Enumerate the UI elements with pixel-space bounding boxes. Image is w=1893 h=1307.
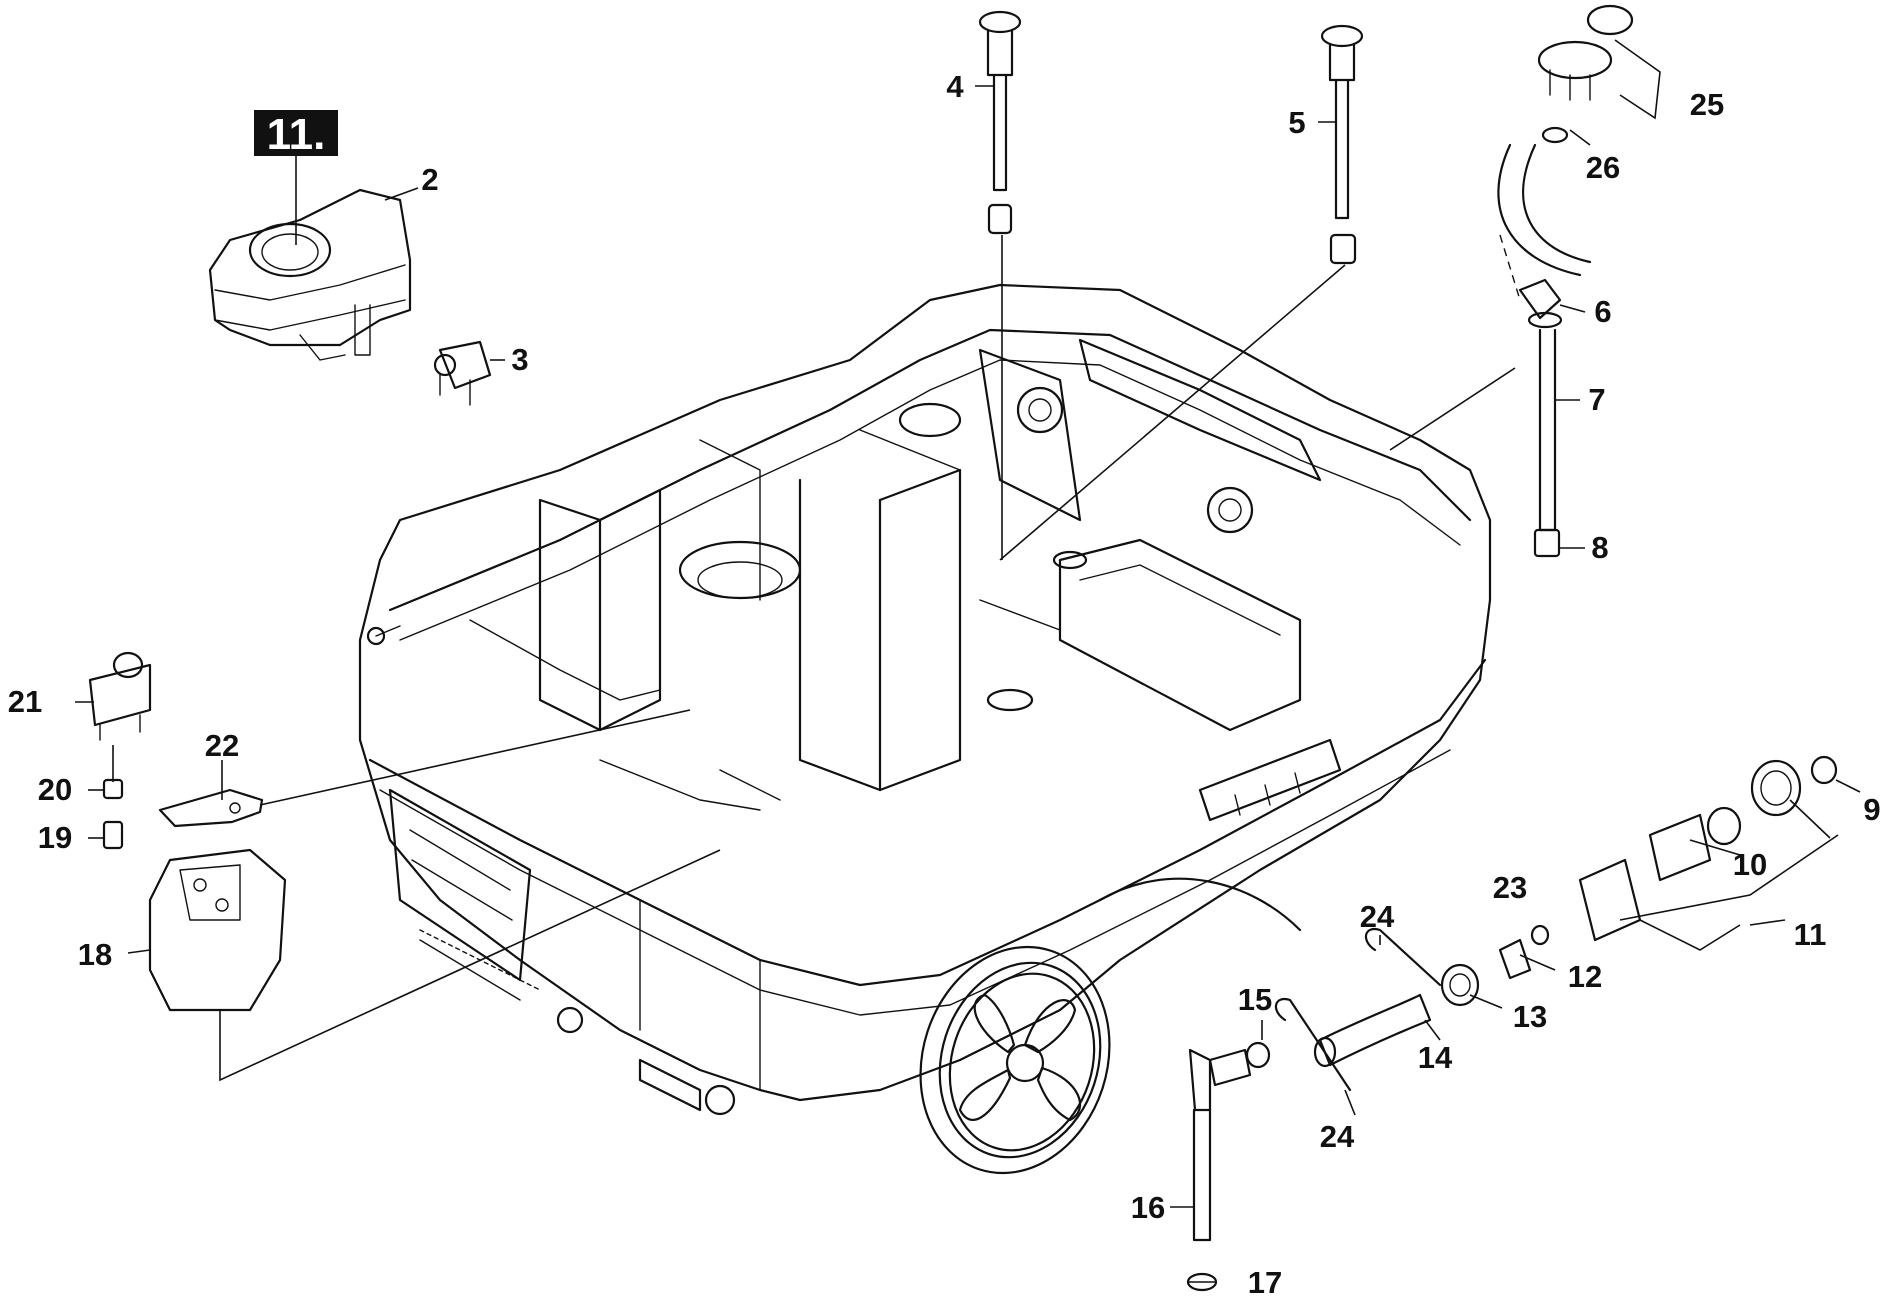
part-3-clamp — [433, 340, 492, 406]
callout-15: 15 — [1238, 982, 1272, 1017]
callout-22: 22 — [205, 728, 239, 763]
callout-3: 3 — [511, 342, 528, 377]
callout-2: 2 — [421, 162, 438, 197]
part-18-box — [148, 848, 287, 1012]
callout-6: 6 — [1594, 294, 1611, 329]
callout-13: 13 — [1513, 999, 1547, 1034]
callout-8: 8 — [1591, 530, 1608, 565]
callout-17: 17 — [1248, 1265, 1282, 1300]
section-label-badge: 11. — [254, 110, 338, 159]
callout-5: 5 — [1288, 105, 1305, 140]
callout-16: 16 — [1131, 1190, 1165, 1225]
main-housing — [358, 283, 1492, 1116]
part-2-tank — [208, 188, 412, 361]
callout-20: 20 — [38, 772, 72, 807]
callout-19: 19 — [38, 820, 72, 855]
callout-24-lower: 24 — [1320, 1119, 1355, 1154]
callout-9: 9 — [1863, 792, 1880, 827]
part-4-rod — [978, 10, 1022, 235]
part-25-fitting — [1537, 4, 1634, 101]
callout-4: 4 — [946, 69, 964, 104]
part-14-hose — [1313, 993, 1432, 1068]
part-22-bracket — [158, 788, 264, 828]
part-15-16-17-pipe — [1186, 1041, 1271, 1292]
part-26-hoses — [1497, 126, 1592, 301]
callout-12: 12 — [1568, 959, 1602, 994]
part-21-valve — [88, 651, 152, 741]
callout-18: 18 — [78, 937, 112, 972]
part-19-plug — [102, 820, 124, 850]
callout-10: 10 — [1733, 847, 1767, 882]
callout-24-upper: 24 — [1360, 899, 1395, 934]
part-5-rod — [1320, 24, 1364, 265]
callout-26: 26 — [1586, 150, 1620, 185]
callout-labels: 2 3 4 5 6 7 8 9 10 11 12 13 14 15 16 17 … — [8, 69, 1881, 1300]
part-24-clips — [1274, 927, 1442, 1092]
part-20-plug — [102, 778, 124, 800]
callout-25: 25 — [1690, 87, 1724, 122]
part-6-7-8-pipe — [1518, 278, 1563, 558]
callout-14: 14 — [1418, 1040, 1453, 1075]
parts-9-13-couplings — [1440, 755, 1838, 1007]
callout-7: 7 — [1588, 382, 1605, 417]
wheel — [919, 945, 1111, 1175]
callout-21: 21 — [8, 684, 42, 719]
leader-lines — [75, 39, 1861, 1283]
callout-23: 23 — [1493, 870, 1527, 905]
section-label: 11. — [267, 110, 326, 159]
callout-11: 11 — [1794, 917, 1827, 952]
